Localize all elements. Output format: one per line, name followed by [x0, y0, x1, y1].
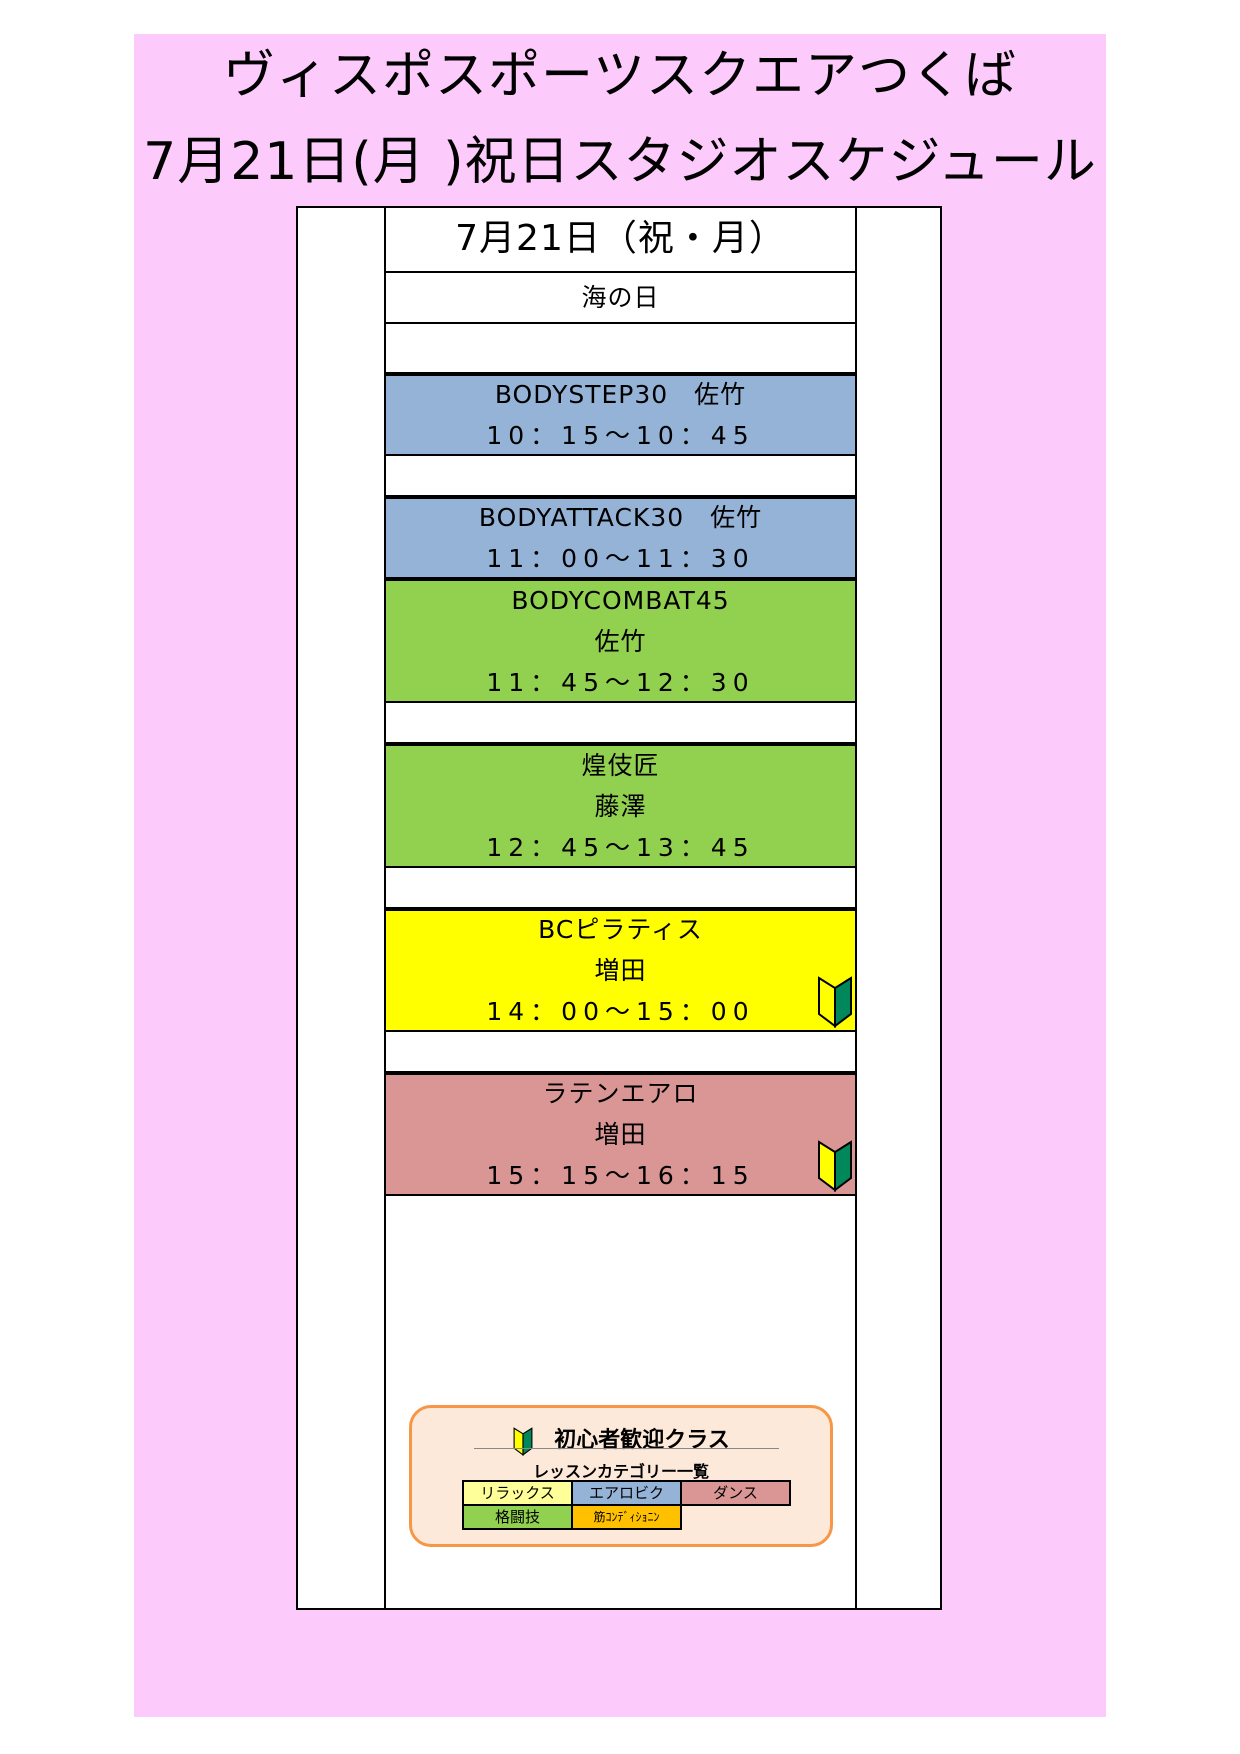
class-time: 14：00～15：00: [486, 997, 755, 1026]
class-instructor: 佐竹: [594, 626, 647, 656]
class-time: 10：15～10：45: [486, 421, 755, 450]
class-block: ラテンエアロ増田 15：15～16：15: [386, 1073, 855, 1196]
beginner-mark-icon: [818, 1140, 852, 1192]
category-aerobic: エアロビク: [571, 1480, 682, 1506]
category-title: レッスンカテゴリー一覧: [532, 1462, 709, 1481]
date-header: 7月21日（祝・月）: [386, 206, 855, 273]
category-relax: リラックス: [462, 1480, 573, 1506]
class-block: BODYATTACK30 佐竹 11：00～11：30: [386, 497, 855, 579]
beginner-legend: 初心者歓迎クラス: [412, 1422, 830, 1456]
class-instructor: 増田: [594, 956, 647, 985]
holiday-label: 海の日: [581, 283, 660, 312]
class-time: 12：45～13：45: [486, 832, 755, 862]
legend-box: 初心者歓迎クラス レッスンカテゴリー一覧 リラックス エアロビク ダンス 格闘技…: [409, 1405, 833, 1547]
schedule-title: 7月21日(月 )祝日スタジオスケジュール: [143, 132, 1097, 192]
class-time: 11：00～11：30: [486, 544, 755, 573]
spacer-row: [386, 868, 855, 909]
spacer-row: [386, 703, 855, 744]
category-martial-arts: 格闘技: [462, 1504, 573, 1530]
class-instructor: 藤澤: [594, 791, 647, 821]
class-instructor: 増田: [594, 1120, 647, 1149]
category-conditioning: 筋ｺﾝﾃﾞｨｼｮﾆﾝ: [571, 1504, 682, 1530]
spacer-row: [386, 456, 855, 497]
class-time: 15：15～16：15: [486, 1161, 755, 1190]
class-name: BODYATTACK30 佐竹: [478, 503, 763, 532]
class-block: 煌伎匠藤澤 12：45～13：45: [386, 744, 855, 868]
category-dance: ダンス: [680, 1480, 791, 1506]
legend-divider: [474, 1448, 779, 1449]
date-label: 7月21日（祝・月）: [455, 218, 786, 259]
beginner-label: 初心者歓迎クラス: [554, 1428, 730, 1453]
class-block: BODYCOMBAT45 佐竹 11：45～12：30: [386, 579, 855, 703]
class-time: 11：45～12：30: [486, 667, 755, 697]
beginner-mark-icon: [513, 1427, 533, 1456]
spacer-row: [386, 1032, 855, 1073]
class-name: ラテンエアロ: [542, 1079, 699, 1108]
class-name: BODYCOMBAT45: [511, 585, 730, 615]
class-name: 煌伎匠: [581, 750, 660, 780]
holiday-row: 海の日: [386, 273, 855, 324]
class-name: BCピラティス: [538, 915, 703, 944]
class-block: BODYSTEP30 佐竹 10：15～10：45: [386, 374, 855, 456]
class-name: BODYSTEP30 佐竹: [494, 380, 747, 409]
spacer-row: [386, 538, 855, 579]
gym-name-title: ヴィスポスポーツスクエアつくば: [223, 46, 1017, 106]
class-block: BCピラティス増田 14：00～15：00: [386, 909, 855, 1032]
empty-row: [386, 324, 855, 374]
beginner-mark-icon: [818, 976, 852, 1028]
